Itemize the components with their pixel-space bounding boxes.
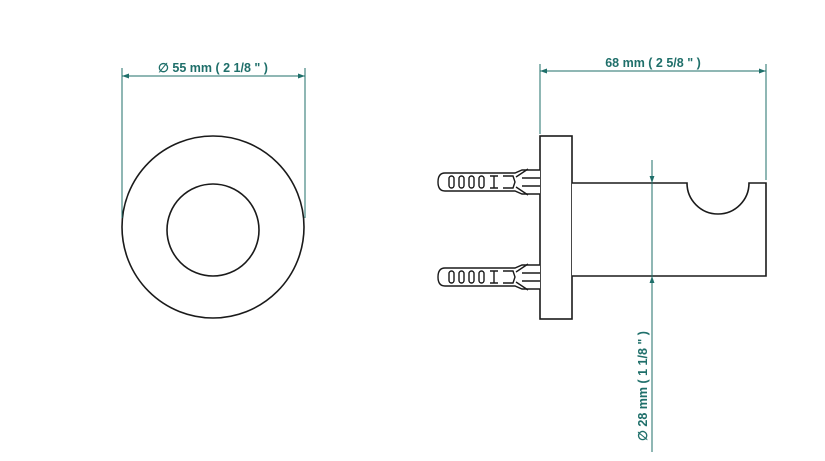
plug-rib [448, 175, 455, 189]
plug-rib [490, 270, 498, 284]
outer-rosette-circle [121, 135, 305, 319]
plug-rib [468, 270, 475, 284]
holder-diameter-label: ∅ 28 mm ( 1 1/8 " ) [636, 331, 650, 441]
inner-rosette-circle [166, 183, 260, 277]
plug-rib [478, 270, 485, 284]
holder-arm [572, 182, 767, 277]
wall-plate [539, 135, 573, 320]
plug-fin [515, 263, 529, 291]
wall-plug-top [437, 168, 540, 196]
plug-fin [503, 270, 516, 284]
plug-rib [468, 175, 475, 189]
plug-collar [522, 272, 540, 282]
plug-fin [515, 168, 529, 196]
wall-plug-bottom [437, 263, 540, 291]
plug-fin [503, 175, 516, 189]
plug-rib [478, 175, 485, 189]
plug-rib [448, 270, 455, 284]
side-length-label: 68 mm ( 2 5/8 " ) [605, 56, 701, 70]
plug-rib [458, 270, 465, 284]
plug-rib [458, 175, 465, 189]
plug-rib [490, 175, 498, 189]
front-diameter-label: ∅ 55 mm ( 2 1/8 " ) [158, 61, 268, 75]
plug-collar [522, 177, 540, 187]
front-view: ∅ 55 mm ( 2 1/8 " ) [121, 61, 306, 319]
side-view: 68 mm ( 2 5/8 " ) ∅ 28 mm ( 1 1/8 " ) [437, 56, 767, 452]
